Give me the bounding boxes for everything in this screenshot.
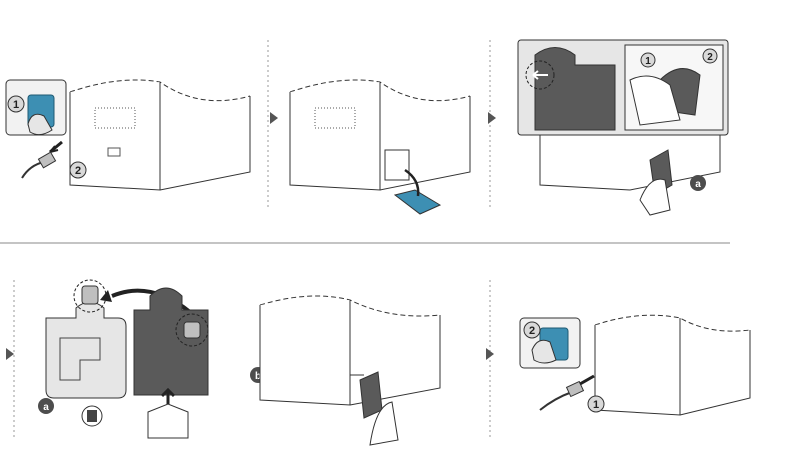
step-badge-icon (7, 95, 25, 113)
latch-highlight-circle (525, 60, 555, 90)
cap-icon (183, 321, 201, 339)
hand-icon (639, 178, 671, 216)
plug-in-arrow-icon (579, 374, 595, 386)
printer-side-panel (69, 82, 161, 191)
step-number-2: 2 (529, 325, 535, 337)
printer-port (107, 147, 121, 157)
container-outline (59, 337, 101, 381)
used-waste-container (45, 301, 127, 399)
arrow-right-icon (270, 112, 278, 124)
arrow-head (100, 290, 112, 302)
panel-3-remove-container: 1 2 a (517, 39, 729, 216)
unlatch-arrow-icon (532, 70, 548, 80)
recycle-box-icon (147, 403, 189, 439)
step-number-1: 1 (645, 56, 651, 67)
power-cord (21, 161, 45, 179)
waste-container-part (359, 371, 383, 419)
step-badge-icon (702, 48, 718, 64)
arrow-right-icon (486, 348, 494, 360)
step-number-1: 1 (593, 399, 599, 411)
callout-label-a: a (695, 179, 701, 190)
printer-side-panel (289, 82, 381, 191)
panel-2-open-cover (289, 79, 471, 215)
callout-label-b: b (255, 371, 261, 382)
arrow-head (49, 145, 59, 153)
cap-highlight-circle (175, 313, 209, 347)
power-plug-icon (565, 380, 585, 398)
arrow-right-icon (6, 348, 14, 360)
hand-icon (629, 75, 681, 126)
open-direction-arrow-icon (404, 168, 420, 197)
waste-container-part (534, 47, 616, 131)
callout-badge-a (690, 175, 706, 191)
new-waste-container (133, 287, 209, 396)
panel-4-dispose-install: a b (6, 279, 441, 446)
power-plug-icon (37, 151, 57, 169)
printer-front-outline (379, 96, 471, 191)
printer-side-panel (259, 300, 351, 406)
step-badge-icon (69, 161, 87, 179)
side-cover-opened (393, 189, 442, 215)
step-badge-icon (587, 395, 605, 413)
printer-front-outline (679, 330, 751, 416)
panel-5-power-on: 2 1 (486, 314, 751, 416)
trash-bin-shape (87, 410, 97, 422)
hand-icon (369, 401, 399, 446)
printer-top-outline (594, 314, 751, 332)
step-badge-icon (523, 321, 541, 339)
callout-badge-a (38, 398, 54, 414)
step-badge-icon (640, 52, 656, 68)
arrow-right-icon (488, 112, 496, 124)
unpack-arrow-icon (160, 387, 176, 404)
finger-icon (27, 113, 53, 136)
printer-front-outline (159, 96, 251, 191)
step-number-2: 2 (707, 52, 713, 63)
step-number-2: 2 (75, 165, 81, 177)
printer-side-panel (594, 318, 681, 416)
panel-1-power-off: 1 2 (5, 79, 251, 191)
power-cord (539, 391, 573, 411)
cap-icon (81, 285, 99, 305)
waste-container-slot (384, 149, 410, 181)
callout-label-a: a (43, 402, 49, 413)
finger-icon (531, 339, 557, 364)
step-number-1: 1 (13, 99, 19, 111)
